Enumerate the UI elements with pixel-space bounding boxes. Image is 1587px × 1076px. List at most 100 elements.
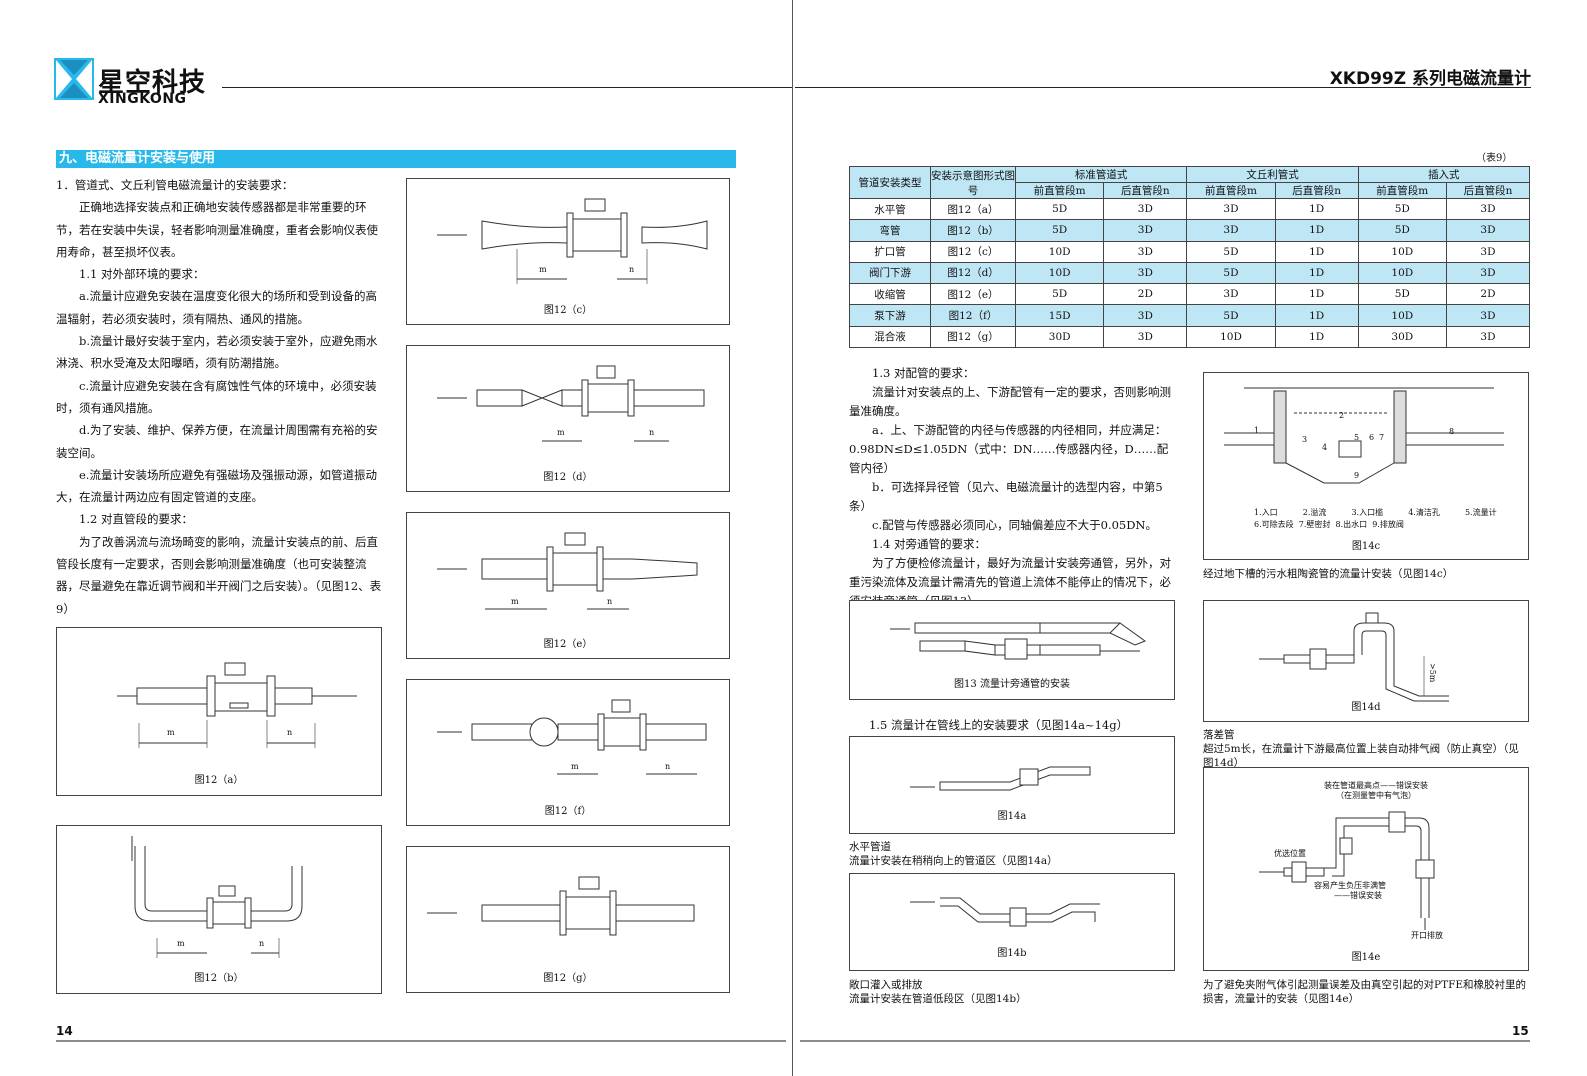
dim-m-label: m — [177, 939, 185, 948]
table-cell: 10D — [1357, 304, 1447, 327]
note-14e: 为了避免夹附气体引起测量误差及由真空引起的对PTFE和橡胶衬里的损害，流量计的安… — [1203, 979, 1527, 1005]
table-group-header: 插入式 — [1357, 166, 1531, 183]
fig14c-number: 4 — [1322, 443, 1328, 452]
figure-12f: m n 图12（f） — [406, 679, 730, 826]
series-title: XKD99Z 系列电磁流量计 — [1329, 69, 1531, 89]
fig14c-number: 5 — [1354, 433, 1360, 442]
fig14e-label: 容易产生负压非满管 — [1314, 881, 1386, 890]
figure-14e: 装在管道最高点——错误安装 （在测量管中有气泡） 优选位置 容易产生负压非满管 … — [1203, 767, 1529, 971]
legend-item: 6.可除去段 — [1254, 520, 1294, 529]
page-number-left: 14 — [56, 1024, 73, 1038]
table-cell: 1D — [1274, 240, 1359, 263]
table-row: 扩口管 图12（c） 10D 3D 5D 1D 10D 3D — [849, 240, 1531, 263]
table-header-type: 管道安装类型 — [849, 166, 931, 199]
paragraph: a.流量计应避免安装在温度变化很大的场所和受到设备的高温辐射，若必须安装时，须有… — [56, 289, 378, 326]
paragraph: c.流量计应避免安装在含有腐蚀性气体的环境中，必须安装时，须有通风措施。 — [56, 378, 377, 415]
table-cell: 1D — [1274, 197, 1359, 221]
table-reference: （表9） — [1476, 153, 1513, 164]
table-group-header: 标准管道式 — [1014, 166, 1188, 183]
table-group-header: 文丘利管式 — [1186, 166, 1359, 183]
dim-m-label: m — [571, 762, 579, 771]
table-row: 弯管 图12（b） 5D 3D 3D 1D 5D 3D — [849, 219, 1531, 242]
table-cell: 1D — [1274, 219, 1359, 242]
paragraph: e.流量计安装场所应避免有强磁场及强振动源，如管道振动大，在流量计两边应有固定管… — [56, 467, 377, 505]
figure-14b: 图14b — [849, 873, 1175, 971]
table-cell: 5D — [1357, 219, 1447, 242]
paragraph: 正确地选择安装点和正确地安装传感器都是非常重要的环节，若在安装中失误，轻者影响测… — [56, 200, 378, 259]
table-cell: 图12（a） — [930, 197, 1016, 221]
table-cell: 5D — [1186, 240, 1276, 263]
table-cell: 2D — [1103, 283, 1188, 306]
table-cell: 10D — [1357, 261, 1447, 285]
figure-caption: 图14c — [1351, 541, 1381, 552]
fig14e-label: 优选位置 — [1274, 849, 1306, 858]
table-subheader: 前直管段m — [1357, 182, 1447, 199]
table-row: 混合液 图12（g） 30D 3D 10D 1D 30D 3D — [849, 325, 1531, 349]
table-subheader: 后直管段n — [1103, 182, 1188, 199]
table-cell: 3D — [1103, 325, 1188, 349]
dim-m-label: m — [539, 265, 547, 274]
fig14e-label: （在测量管中有气泡） — [1336, 791, 1416, 800]
legend-item: 5.流量计 — [1464, 508, 1497, 517]
note-14c: 经过地下槽的污水粗陶瓷管的流量计安装（见图14c） — [1203, 568, 1454, 580]
table-cell: 3D — [1186, 283, 1276, 306]
table-cell: 收缩管 — [849, 283, 931, 306]
paragraph: d.为了安装、维护、保养方便，在流量计周围需有充裕的安装空间。 — [56, 423, 378, 460]
fig14c-number: 3 — [1302, 435, 1308, 444]
table-cell: 3D — [1445, 219, 1531, 242]
note-14b: 敞口灌入或排放 流量计安装在管道低段区（见图14b） — [849, 978, 1173, 1006]
dim-n-label: n — [287, 728, 293, 737]
dim-n-label: n — [649, 428, 655, 437]
fig14e-label: ——错误安装 — [1334, 891, 1382, 900]
table-cell: 图12（d） — [930, 261, 1016, 285]
table-cell: 30D — [1014, 325, 1105, 349]
table-cell: 3D — [1445, 261, 1531, 285]
figure-14d: >5m 图14d — [1203, 600, 1529, 722]
legend-item: 9.排放阀 — [1372, 520, 1404, 529]
paragraph: 流量计对安装点的上、下游配管有一定的要求，否则影响测量准确度。 — [849, 385, 1171, 418]
figure-caption: 图12（f） — [544, 806, 592, 817]
fig14c-number: 6 — [1369, 433, 1375, 442]
table-subheader: 后直管段n — [1274, 182, 1359, 199]
table-cell: 水平管 — [849, 197, 931, 221]
table-cell: 1D — [1274, 325, 1359, 349]
subheading: 1.4 对旁通管的要求： — [872, 537, 986, 551]
table-cell: 10D — [1186, 325, 1276, 349]
dim-n-label: n — [629, 265, 635, 274]
figure-14a: 图14a — [849, 736, 1175, 834]
table-header-figure: 安装示意图形式图号 — [930, 166, 1016, 199]
table-cell: 5D — [1357, 283, 1447, 306]
dim-m-label: m — [557, 428, 565, 437]
figure-12d: m n 图12（d） — [406, 345, 730, 492]
fig14c-legend-row: 6.可除去段 7.壁密封 8.出水口 9.排放阀 — [1254, 519, 1404, 530]
table-row: 阀门下游 图12（d） 10D 3D 5D 1D 10D 3D — [849, 261, 1531, 285]
section-title: 九、电磁流量计安装与使用 — [56, 150, 736, 168]
note-title: 水平管道 — [849, 841, 891, 853]
table-cell: 10D — [1357, 240, 1447, 263]
note-title: 落差管 — [1203, 729, 1235, 741]
table-cell: 3D — [1103, 240, 1188, 263]
table-cell: 3D — [1103, 261, 1188, 285]
table-cell: 3D — [1186, 219, 1276, 242]
note-14a: 水平管道 流量计安装在稍稍向上的管道区（见图14a） — [849, 840, 1173, 868]
table-cell: 5D — [1357, 197, 1447, 221]
page-number-right: 15 — [1512, 1024, 1529, 1038]
table-subheader: 后直管段n — [1445, 182, 1531, 199]
page-spine — [792, 0, 793, 1076]
legend-item: 7.壁密封 — [1298, 520, 1331, 529]
table-cell: 3D — [1103, 304, 1188, 327]
table-cell: 图12（f） — [930, 304, 1016, 327]
table-cell: 5D — [1186, 261, 1276, 285]
table-cell: 1D — [1274, 261, 1359, 285]
left-body-text: 1．管道式、文丘利管电磁流量计的安装要求： 正确地选择安装点和正确地安装传感器都… — [56, 174, 382, 620]
legend-item: 4.清洁孔 — [1408, 508, 1440, 517]
table-cell: 10D — [1014, 261, 1105, 285]
table-cell: 图12（c） — [930, 240, 1016, 263]
table-cell: 3D — [1186, 197, 1276, 221]
dim-n-label: n — [665, 762, 671, 771]
figure-caption: 图12（e） — [543, 639, 593, 650]
subheading: 1.2 对直管段的要求： — [79, 512, 193, 527]
table-cell: 图12（b） — [930, 219, 1016, 242]
table-cell: 10D — [1014, 240, 1105, 263]
footer-rule-right — [800, 1040, 1530, 1042]
